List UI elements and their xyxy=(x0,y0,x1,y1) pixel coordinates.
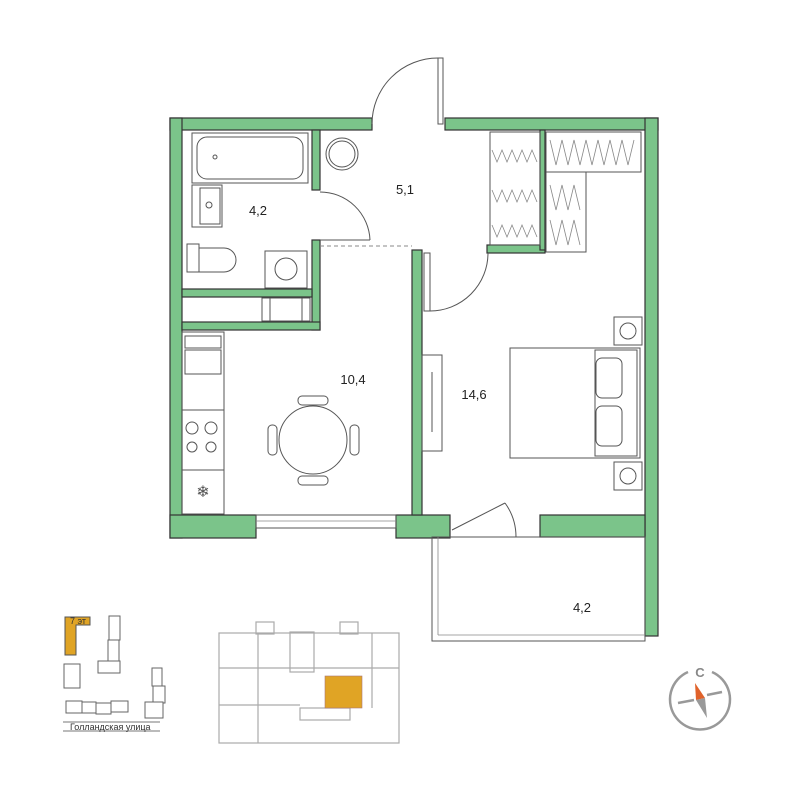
area-balcony: 4,2 xyxy=(573,600,591,615)
washing-machine xyxy=(264,250,308,289)
kitchen-window xyxy=(255,514,397,529)
storage-cabinet xyxy=(261,297,311,322)
balcony-door[interactable] xyxy=(451,502,517,538)
tv-stand xyxy=(421,354,443,452)
street-label: Голландская улица xyxy=(70,722,151,732)
entrance-door[interactable] xyxy=(371,57,444,125)
bathroom-door[interactable] xyxy=(319,191,371,241)
dining-table xyxy=(267,395,360,486)
area-bathroom: 4,2 xyxy=(249,203,267,218)
compass-icon: С xyxy=(668,665,732,731)
balcony xyxy=(431,536,646,642)
freezer-icon: ❄ xyxy=(196,484,209,501)
wardrobe xyxy=(489,131,642,253)
area-bedroom: 14,6 xyxy=(461,387,486,402)
bedroom-door[interactable] xyxy=(423,252,489,312)
current-building xyxy=(64,616,91,656)
floor-label: 7 эт xyxy=(70,616,86,626)
walls xyxy=(169,117,659,637)
compass-north-letter: С xyxy=(695,665,705,680)
current-apartment-highlight xyxy=(324,675,363,709)
kitchen-counter: ❄ xyxy=(181,331,225,515)
shower-drain xyxy=(325,137,359,171)
area-kitchen: 10,4 xyxy=(340,372,365,387)
building-floor-plan xyxy=(218,621,400,744)
bathtub xyxy=(191,132,309,184)
toilet xyxy=(186,243,237,273)
bed xyxy=(509,347,641,459)
area-hall: 5,1 xyxy=(396,182,414,197)
nightstand xyxy=(613,316,643,491)
site-map xyxy=(63,615,166,732)
sink xyxy=(191,184,223,228)
